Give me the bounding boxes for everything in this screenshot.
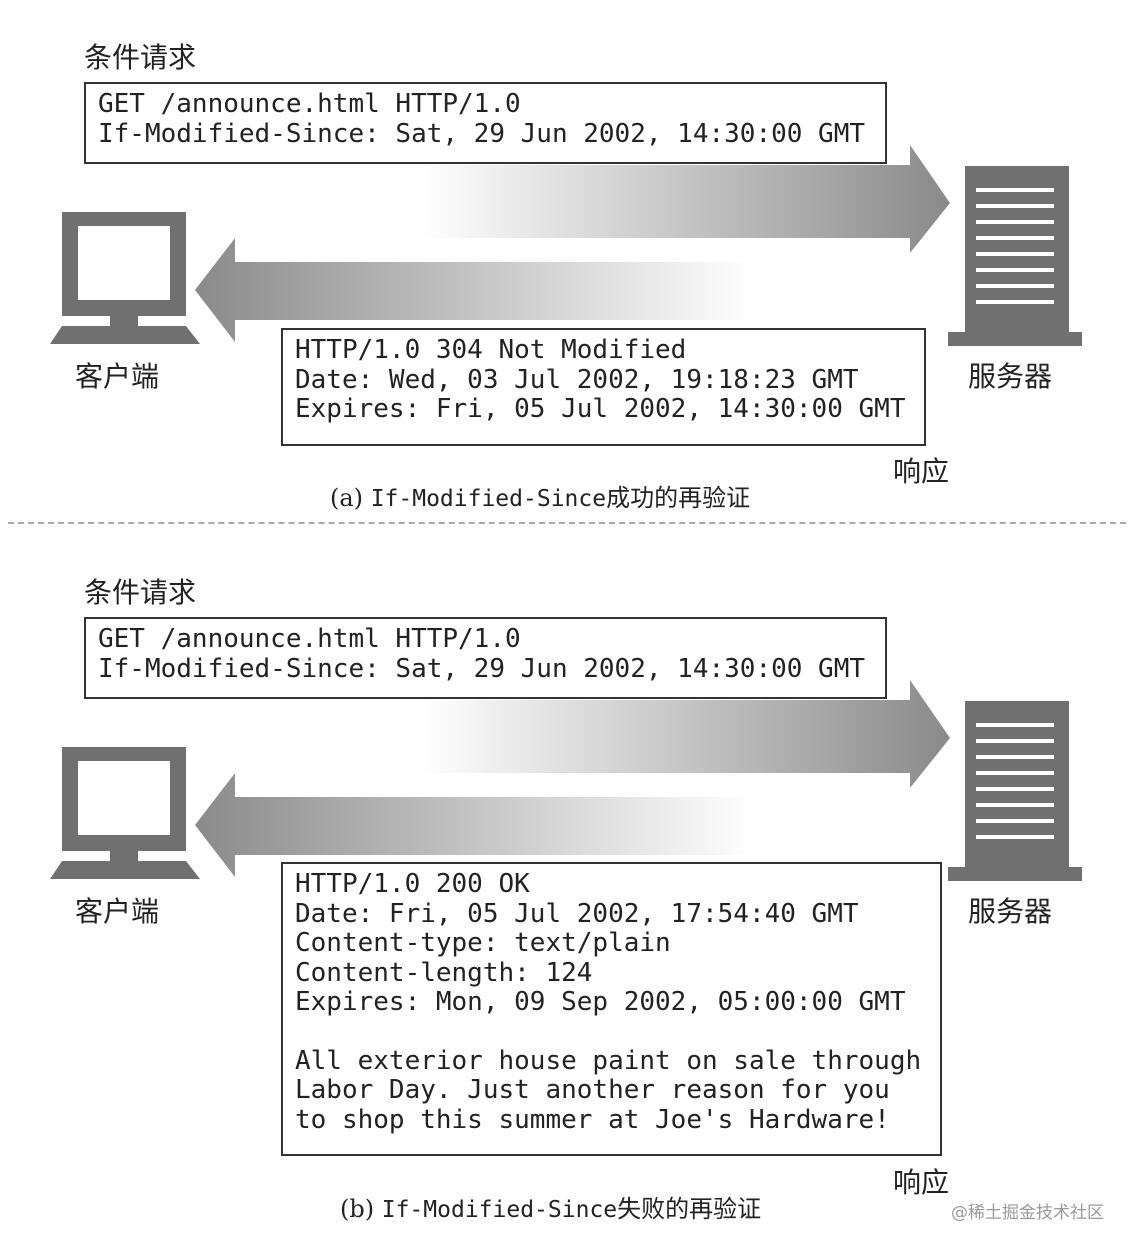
arrows-a bbox=[195, 145, 950, 342]
watermark: @稀土掘金技术社区 bbox=[951, 1203, 1104, 1223]
client-label: 客户端 bbox=[75, 360, 160, 393]
box-line: GET /announce.html HTTP/1.0 bbox=[98, 89, 521, 119]
caption-b: (b) If-Modified-Since失败的再验证 bbox=[340, 1189, 761, 1224]
response-arrow bbox=[195, 773, 940, 877]
client-computer-icon bbox=[50, 212, 200, 344]
box-line: HTTP/1.0 200 OK bbox=[295, 869, 530, 899]
arrows-b bbox=[195, 680, 950, 877]
box-line: Content-length: 124 bbox=[295, 957, 593, 988]
request-arrow bbox=[195, 680, 950, 788]
box-line: Date: Wed, 03 Jul 2002, 19:18:23 GMT bbox=[295, 364, 859, 395]
server-icon bbox=[948, 166, 1082, 346]
body-line: All exterior house paint on sale through bbox=[295, 1045, 922, 1076]
dashed-divider bbox=[8, 522, 1126, 524]
box-gap bbox=[295, 1018, 928, 1047]
caption-prefix: (a) bbox=[330, 484, 364, 512]
caption-text: 失败的再验证 bbox=[617, 1195, 762, 1223]
request-label: 条件请求 bbox=[84, 41, 197, 74]
request-arrow bbox=[195, 145, 950, 253]
box-line: If-Modified-Since: Sat, 29 Jun 2002, 14:… bbox=[98, 118, 866, 149]
server-label: 服务器 bbox=[968, 895, 1053, 928]
caption-code: If-Modified-Since bbox=[370, 486, 607, 512]
response-label: 响应 bbox=[893, 1166, 950, 1199]
server-label: 服务器 bbox=[968, 360, 1053, 393]
client-computer-icon bbox=[50, 747, 200, 879]
body-line: to shop this summer at Joe's Hardware! bbox=[295, 1104, 890, 1135]
request-label: 条件请求 bbox=[84, 576, 197, 609]
box-line: HTTP/1.0 304 Not Modified bbox=[295, 335, 687, 365]
response-arrow bbox=[195, 238, 940, 342]
box-line: Expires: Fri, 05 Jul 2002, 14:30:00 GMT bbox=[295, 394, 906, 424]
caption-text: 成功的再验证 bbox=[606, 484, 751, 512]
box-line: If-Modified-Since: Sat, 29 Jun 2002, 14:… bbox=[98, 653, 866, 684]
caption-prefix: (b) bbox=[340, 1195, 375, 1223]
box-line: Content-type: text/plain bbox=[295, 928, 671, 958]
caption-a: (a) If-Modified-Since成功的再验证 bbox=[330, 478, 750, 513]
client-label: 客户端 bbox=[75, 895, 160, 928]
caption-code: If-Modified-Since bbox=[381, 1197, 618, 1223]
box-line: GET /announce.html HTTP/1.0 bbox=[98, 624, 521, 654]
response-label: 响应 bbox=[893, 455, 950, 488]
box-line: Expires: Mon, 09 Sep 2002, 05:00:00 GMT bbox=[295, 987, 906, 1017]
body-line: Labor Day. Just another reason for you bbox=[295, 1075, 890, 1105]
server-icon bbox=[948, 701, 1082, 881]
box-line: Date: Fri, 05 Jul 2002, 17:54:40 GMT bbox=[295, 898, 859, 929]
